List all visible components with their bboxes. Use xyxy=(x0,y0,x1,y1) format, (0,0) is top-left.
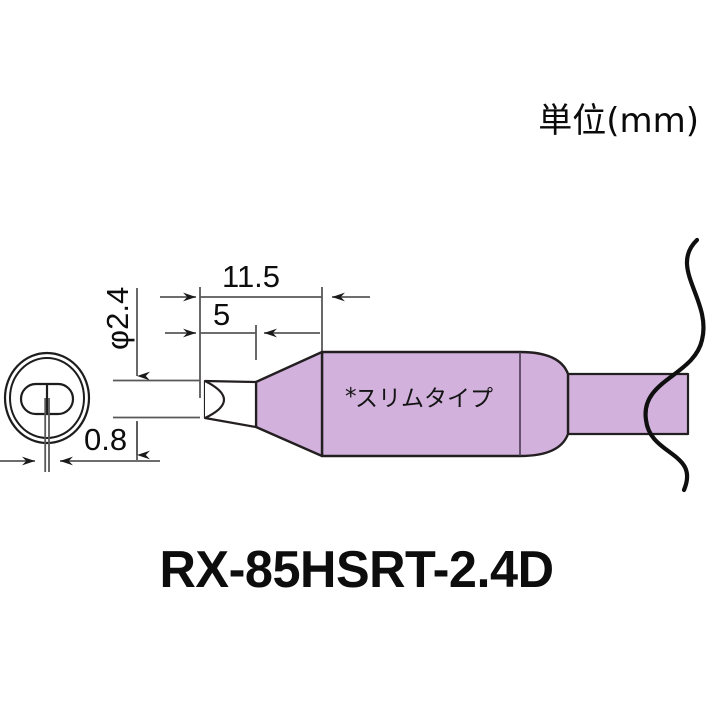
tip-body xyxy=(320,350,570,458)
model-number: RX-85HSRT-2.4D xyxy=(159,541,554,599)
body-annotation: * スリムタイプ xyxy=(345,384,493,412)
front-section-view xyxy=(3,351,91,472)
break-line xyxy=(643,237,706,493)
dim-0p8-label: 0.8 xyxy=(84,422,127,457)
side-profile-view xyxy=(203,237,706,493)
dim-5-label: 5 xyxy=(213,297,230,332)
annotation-slim-type-label: スリムタイプ xyxy=(355,386,493,412)
tip-taper xyxy=(254,350,324,458)
tip-shaft xyxy=(566,372,690,436)
dim-11p5-label: 11.5 xyxy=(222,259,280,294)
chisel-face-curve xyxy=(204,380,225,419)
dimension-phi-2p4: φ2.4 xyxy=(100,287,200,460)
unit-note: 単位(mm) xyxy=(538,101,699,141)
dimension-11p5: 11.5 xyxy=(160,259,370,398)
dimension-5: 5 xyxy=(165,297,320,360)
dim-phi-2p4-label: φ2.4 xyxy=(100,287,135,350)
dimension-0p8-thickness: 0.8 xyxy=(84,421,150,460)
annotation-marker: * xyxy=(345,384,357,410)
